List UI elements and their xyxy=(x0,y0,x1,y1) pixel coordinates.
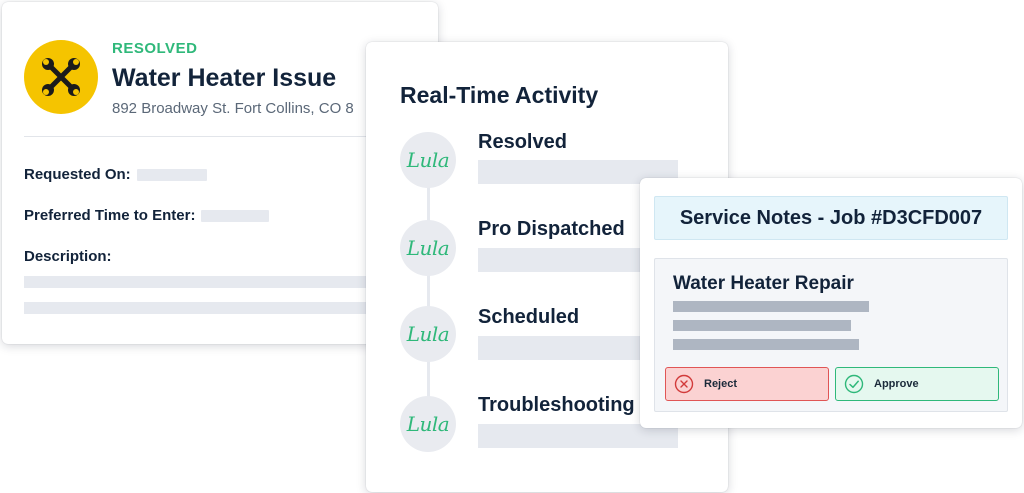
description-row: Description: xyxy=(24,248,112,265)
service-notes-body: Water Heater Repair Reject Approve xyxy=(654,258,1008,412)
timeline-step-label: Troubleshooting xyxy=(478,394,635,416)
timeline-line xyxy=(427,172,430,432)
description-line-placeholder xyxy=(24,302,438,314)
description-line-placeholder xyxy=(24,276,438,288)
requested-on-value-placeholder xyxy=(136,168,207,181)
repair-title: Water Heater Repair xyxy=(673,273,854,294)
service-notes-header: Service Notes - Job #D3CFD007 xyxy=(654,196,1008,240)
issue-address: 892 Broadway St. Fort Collins, CO 8 xyxy=(112,100,354,117)
preferred-time-value-placeholder xyxy=(201,209,270,222)
issue-titles: RESOLVED Water Heater Issue 892 Broadway… xyxy=(112,40,354,117)
issue-card: RESOLVED Water Heater Issue 892 Broadway… xyxy=(2,2,438,344)
issue-header: RESOLVED Water Heater Issue 892 Broadway… xyxy=(24,40,354,117)
reject-button[interactable]: Reject xyxy=(665,367,829,401)
lula-logo-icon: Lula xyxy=(400,396,456,452)
requested-on-row: Requested On: xyxy=(24,166,207,183)
requested-on-label: Requested On: xyxy=(24,166,131,183)
description-label: Description: xyxy=(24,248,112,265)
lula-logo-text: Lula xyxy=(406,412,450,436)
note-line-placeholder xyxy=(673,301,869,312)
service-notes-title: Service Notes - Job #D3CFD007 xyxy=(679,206,983,229)
timeline-step-placeholder xyxy=(478,424,678,448)
status-badge: RESOLVED xyxy=(112,40,198,57)
approve-button-label: Approve xyxy=(874,378,919,390)
service-notes-card: Service Notes - Job #D3CFD007 Water Heat… xyxy=(640,178,1022,428)
check-circle-icon xyxy=(844,374,864,394)
note-line-placeholder xyxy=(673,320,851,331)
preferred-time-label: Preferred Time to Enter: xyxy=(24,207,196,224)
lula-logo-text: Lula xyxy=(406,148,450,172)
lula-logo-icon: Lula xyxy=(400,306,456,362)
lula-logo-text: Lula xyxy=(406,322,450,346)
divider xyxy=(24,136,438,137)
timeline-step-label: Pro Dispatched xyxy=(478,218,625,240)
reject-button-label: Reject xyxy=(704,378,738,390)
lula-logo-icon: Lula xyxy=(400,220,456,276)
approve-button[interactable]: Approve xyxy=(835,367,999,401)
preferred-time-row: Preferred Time to Enter: xyxy=(24,207,270,224)
wrench-cross-icon xyxy=(24,40,98,114)
x-circle-icon xyxy=(674,374,694,394)
timeline-step-label: Resolved xyxy=(478,131,567,153)
note-line-placeholder xyxy=(673,339,859,350)
lula-logo-icon: Lula xyxy=(400,132,456,188)
lula-logo-text: Lula xyxy=(406,236,450,260)
issue-title: Water Heater Issue xyxy=(112,64,337,92)
timeline-step-label: Scheduled xyxy=(478,306,580,328)
activity-title: Real-Time Activity xyxy=(400,82,599,108)
